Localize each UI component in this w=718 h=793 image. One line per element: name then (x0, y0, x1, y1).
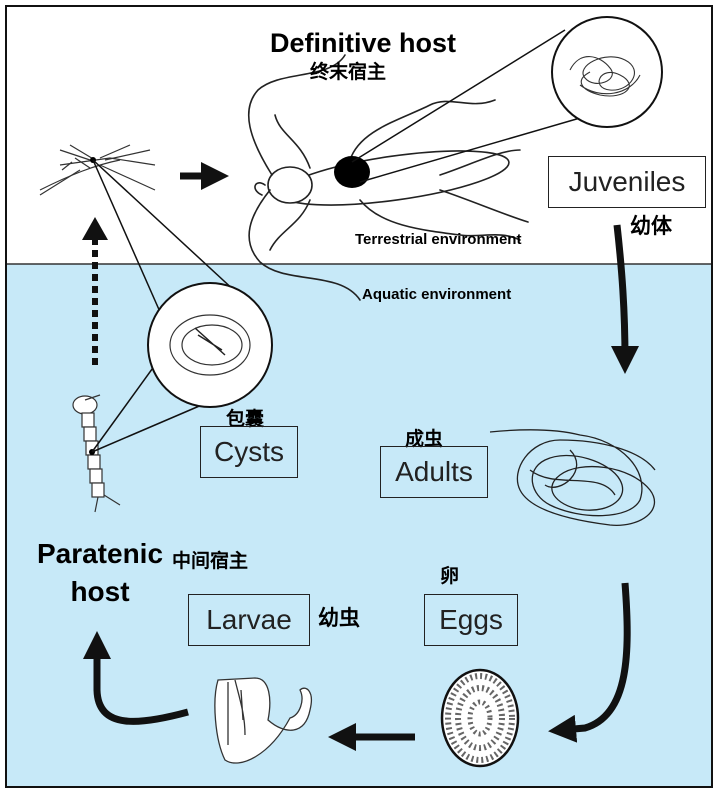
zoom-line-bottom (359, 117, 581, 183)
larvae-box: Larvae (188, 594, 310, 646)
paratenic-host-zh-label: 中间宿主 (172, 550, 249, 572)
mosquito-icon (39, 144, 156, 196)
zoom-line-top (351, 29, 566, 163)
arrow-adults-to-eggs (548, 582, 631, 743)
adults-zh-label: 成虫 (405, 428, 444, 450)
arrow-larvae-to-paratenic-host (83, 631, 189, 725)
arrow-juveniles-to-adults (610, 224, 639, 374)
definitive-host-zh-label: 终末宿主 (310, 61, 387, 83)
paratenic-host-text: Paratenic host (36, 538, 164, 607)
larvae-zh-label: 幼虫 (318, 606, 360, 630)
juveniles-zh-label: 幼体 (630, 214, 672, 238)
transmission-line-1 (92, 159, 169, 331)
transmission-line-2 (92, 159, 251, 306)
juveniles-box: Juveniles (548, 156, 706, 208)
dotted-arrow-head (82, 217, 108, 240)
cricket-icon (248, 54, 529, 301)
aquatic-region (6, 264, 712, 787)
adults-box: Adults (380, 446, 488, 498)
aquatic-environment-label: Aquatic environment (362, 286, 512, 303)
insect-larva-icon (214, 677, 312, 764)
cysts-zh-label: 包囊 (226, 408, 265, 430)
egg-icon (440, 668, 520, 768)
outer-frame (5, 5, 713, 788)
worm-tangle-icon (489, 429, 656, 526)
cyst-zoom-line-1 (91, 364, 156, 453)
eggs-zh-label: 卵 (440, 565, 460, 587)
paratenic-host-label: Paratenic host (20, 535, 180, 611)
magnified-juvenile-icon (551, 16, 663, 128)
eggs-box: Eggs (424, 594, 518, 646)
infected-abdomen-spot (334, 156, 370, 188)
cysts-box: Cysts (200, 426, 298, 478)
definitive-host-label: Definitive host (270, 28, 457, 58)
magnified-cyst-icon (147, 282, 273, 408)
terrestrial-environment-label: Terrestrial environment (355, 231, 522, 248)
